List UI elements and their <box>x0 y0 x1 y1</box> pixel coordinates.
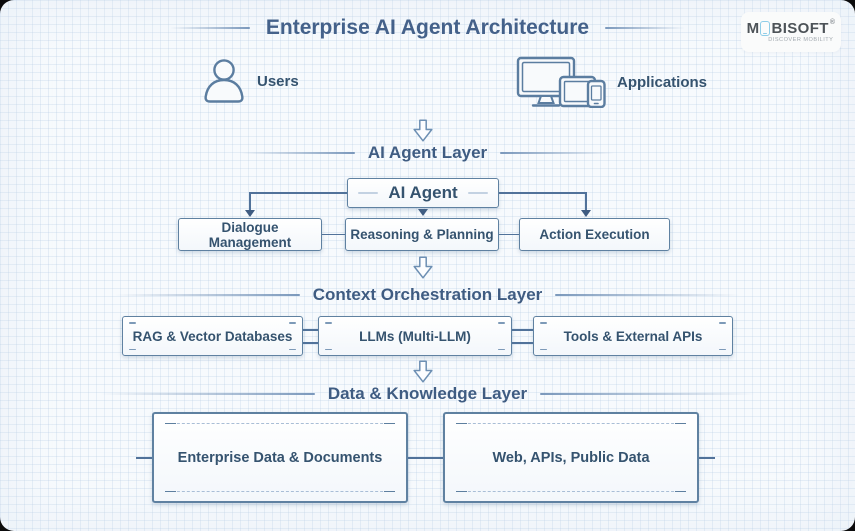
connector-row1-a <box>322 233 345 235</box>
connector-row2 <box>303 342 318 344</box>
action-execution-box: Action Execution <box>519 218 670 251</box>
phone-o-icon <box>760 21 771 36</box>
connector-left-drop <box>249 192 251 210</box>
connector-bottom-left-stub <box>136 457 152 459</box>
down-arrow-icon <box>413 119 433 142</box>
logo-wordmark: M BISOFT ® <box>746 18 836 37</box>
heading-line <box>99 393 315 395</box>
llms-box: LLMs (Multi-LLM) <box>318 316 512 356</box>
reasoning-planning-label: Reasoning & Planning <box>350 227 494 242</box>
ai-agent-box: AI Agent <box>347 178 499 208</box>
dialogue-management-label: Dialogue Management <box>208 219 292 250</box>
context-layer-title: Context Orchestration Layer <box>312 285 543 304</box>
heading-line <box>114 294 300 296</box>
connector-left <box>250 192 347 194</box>
connector-bottom-mid <box>408 457 443 459</box>
decor-dashed-line <box>456 490 686 492</box>
rag-vector-db-label: RAG & Vector Databases <box>132 328 293 344</box>
connector-row1-b <box>499 233 519 235</box>
arrowhead-right <box>581 210 591 217</box>
title-right-line <box>605 27 686 29</box>
connector-row2 <box>512 342 533 344</box>
decor-dashed-line <box>456 422 686 424</box>
logo-rest: BISOFT <box>771 19 829 37</box>
connector-right-drop <box>585 192 587 210</box>
logo-m: M <box>746 19 760 37</box>
heading-line <box>500 152 616 154</box>
users-group: Users <box>202 58 299 104</box>
decor-dashed-line <box>165 422 395 424</box>
heading-line <box>239 152 355 154</box>
decor-dash <box>467 192 488 194</box>
devices-icon <box>516 56 606 108</box>
arrowhead-center <box>418 209 428 216</box>
connector-bottom-right-stub <box>699 457 715 459</box>
users-label: Users <box>257 72 299 90</box>
connector-row2 <box>303 329 318 331</box>
enterprise-data-label: Enterprise Data & Documents <box>177 449 383 466</box>
web-apis-label: Web, APIs, Public Data <box>492 449 650 466</box>
page-title-row: Enterprise AI Agent Architecture <box>0 16 855 40</box>
decor-dashed-line <box>165 490 395 492</box>
llms-label: LLMs (Multi-LLM) <box>359 328 471 344</box>
page-title: Enterprise AI Agent Architecture <box>265 16 590 39</box>
connector-right <box>499 192 586 194</box>
down-arrow-icon <box>413 256 433 279</box>
data-layer-title: Data & Knowledge Layer <box>327 384 528 403</box>
context-layer-heading: Context Orchestration Layer <box>0 285 855 305</box>
applications-label: Applications <box>617 73 708 91</box>
arrowhead-left <box>245 210 255 217</box>
dialogue-management-box: Dialogue Management <box>178 218 322 251</box>
down-arrow-icon <box>413 360 433 383</box>
heading-line <box>555 294 741 296</box>
title-left-line <box>169 27 250 29</box>
tools-apis-label: Tools & External APIs <box>563 328 703 344</box>
data-layer-heading: Data & Knowledge Layer <box>0 384 855 404</box>
reasoning-planning-box: Reasoning & Planning <box>345 218 499 251</box>
ai-agent-label: AI Agent <box>388 183 458 202</box>
ai-agent-layer-title: AI Agent Layer <box>367 143 488 162</box>
action-execution-label: Action Execution <box>539 227 650 242</box>
mobisoft-logo: M BISOFT ® DISCOVER MOBILITY <box>741 12 841 52</box>
ai-agent-layer-heading: AI Agent Layer <box>0 143 855 163</box>
registered-mark: ® <box>829 18 836 26</box>
web-apis-box: Web, APIs, Public Data <box>443 412 699 503</box>
decor-dash <box>358 192 379 194</box>
connector-row2 <box>512 329 533 331</box>
enterprise-data-box: Enterprise Data & Documents <box>152 412 408 503</box>
logo-tagline: DISCOVER MOBILITY <box>767 36 833 43</box>
tools-apis-box: Tools & External APIs <box>533 316 733 356</box>
applications-group: Applications <box>516 56 707 108</box>
person-icon <box>204 59 244 103</box>
rag-vector-db-box: RAG & Vector Databases <box>122 316 303 356</box>
heading-line <box>540 393 756 395</box>
